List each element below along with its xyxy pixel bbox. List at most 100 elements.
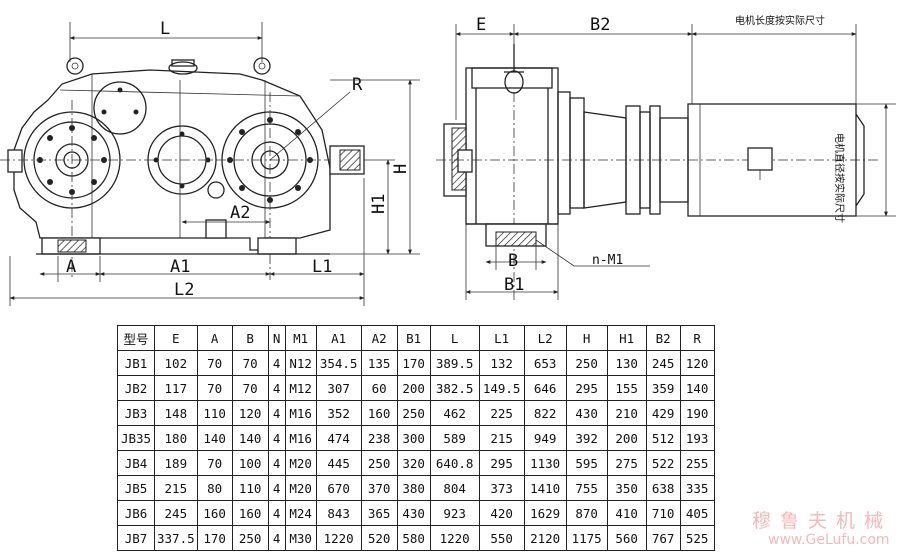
table-cell: 4	[267, 400, 286, 426]
table-cell: 589	[429, 425, 480, 451]
table-cell: 4	[267, 525, 286, 551]
table-cell: 170	[196, 525, 233, 551]
table-cell: 190	[679, 400, 715, 426]
table-cell: 335	[679, 475, 715, 501]
table-cell: 215	[154, 475, 198, 501]
table-cell: 117	[154, 375, 198, 401]
dim-label-L2: L2	[174, 280, 194, 300]
table-cell: 70	[196, 450, 233, 476]
table-cell: 4	[267, 450, 286, 476]
table-cell: 275	[606, 450, 647, 476]
dim-label-H1: H1	[369, 194, 389, 214]
table-cell: 380	[396, 475, 431, 501]
table-cell: 70	[196, 350, 233, 376]
table-header-cell: A1	[315, 325, 362, 351]
table-cell: 60	[360, 375, 398, 401]
table-cell: 255	[679, 450, 715, 476]
table-cell: JB3	[117, 400, 155, 426]
table-cell: 365	[360, 500, 398, 526]
table-cell: JB4	[117, 450, 155, 476]
table-cell: 132	[478, 350, 525, 376]
table-cell: 320	[396, 450, 431, 476]
table-cell: 4	[267, 425, 286, 451]
table-header-cell: H1	[606, 325, 647, 351]
dim-label-B: B	[508, 251, 518, 271]
table-header-cell: B2	[645, 325, 681, 351]
table-cell: 2120	[523, 525, 567, 551]
table-cell: 4	[267, 500, 286, 526]
table-cell: 638	[645, 475, 681, 501]
table-cell: 295	[478, 450, 525, 476]
table-cell: 193	[679, 425, 715, 451]
table-header-cell: L2	[523, 325, 567, 351]
table-cell: 300	[396, 425, 431, 451]
table-cell: M12	[284, 375, 317, 401]
table-cell: 337.5	[154, 525, 198, 551]
dim-label-L1: L1	[312, 257, 332, 277]
table-header-cell: L1	[478, 325, 525, 351]
table-cell: 1130	[523, 450, 567, 476]
table-cell: 4	[267, 350, 286, 376]
table-header-cell: M1	[284, 325, 317, 351]
table-cell: 180	[154, 425, 198, 451]
table-cell: 160	[196, 500, 233, 526]
table-cell: 189	[154, 450, 198, 476]
table-cell: 462	[429, 400, 480, 426]
dim-label-A1: A1	[170, 257, 190, 277]
table-cell: 370	[360, 475, 398, 501]
table-cell: 100	[231, 450, 269, 476]
note-motor-diameter: 电机直径按实际尺寸	[833, 133, 846, 223]
table-cell: 130	[606, 350, 647, 376]
table-cell: 430	[565, 400, 608, 426]
table-cell: 949	[523, 425, 567, 451]
table-cell: 140	[679, 375, 715, 401]
dim-label-E: E	[476, 15, 486, 35]
table-header-cell: E	[154, 325, 198, 351]
table-cell: 1220	[315, 525, 362, 551]
gearbox-drawing: L	[0, 14, 896, 306]
table-cell: M20	[284, 475, 317, 501]
table-cell: 755	[565, 475, 608, 501]
table-cell: 245	[154, 500, 198, 526]
table-cell: 155	[606, 375, 647, 401]
table-header-cell: B	[231, 325, 269, 351]
table-cell: 550	[478, 525, 525, 551]
table-cell: 525	[679, 525, 715, 551]
table-cell: 1629	[523, 500, 567, 526]
table-cell: 170	[396, 350, 431, 376]
table-cell: 148	[154, 400, 198, 426]
table-cell: 354.5	[315, 350, 362, 376]
watermark: 穆鲁夫机械 www.GeLufu.com	[738, 506, 910, 552]
dim-label-L: L	[160, 19, 170, 39]
dim-label-A: A	[66, 257, 76, 277]
table-cell: M16	[284, 400, 317, 426]
table-cell: M16	[284, 425, 317, 451]
dim-label-R: R	[352, 75, 363, 95]
table-cell: 429	[645, 400, 681, 426]
table-cell: JB6	[117, 500, 155, 526]
table-cell: 822	[523, 400, 567, 426]
table-cell: 710	[645, 500, 681, 526]
table-cell: 140	[231, 425, 269, 451]
table-cell: 70	[231, 375, 269, 401]
watermark-url: www.GeLufu.com	[768, 532, 890, 548]
table-cell: 560	[606, 525, 647, 551]
table-cell: 307	[315, 375, 362, 401]
table-cell: M20	[284, 450, 317, 476]
table-cell: 225	[478, 400, 525, 426]
dim-label-B1: B1	[504, 275, 524, 295]
table-cell: 250	[231, 525, 269, 551]
side-view: E B2 电机长度按实际尺寸 电机直	[436, 14, 896, 300]
table-cell: 512	[645, 425, 681, 451]
table-header-cell: R	[679, 325, 715, 351]
table-cell: 238	[360, 425, 398, 451]
table-cell: JB7	[117, 525, 155, 551]
table-cell: JB2	[117, 375, 155, 401]
table-cell: 580	[396, 525, 431, 551]
table-header-cell: 型号	[117, 325, 155, 351]
